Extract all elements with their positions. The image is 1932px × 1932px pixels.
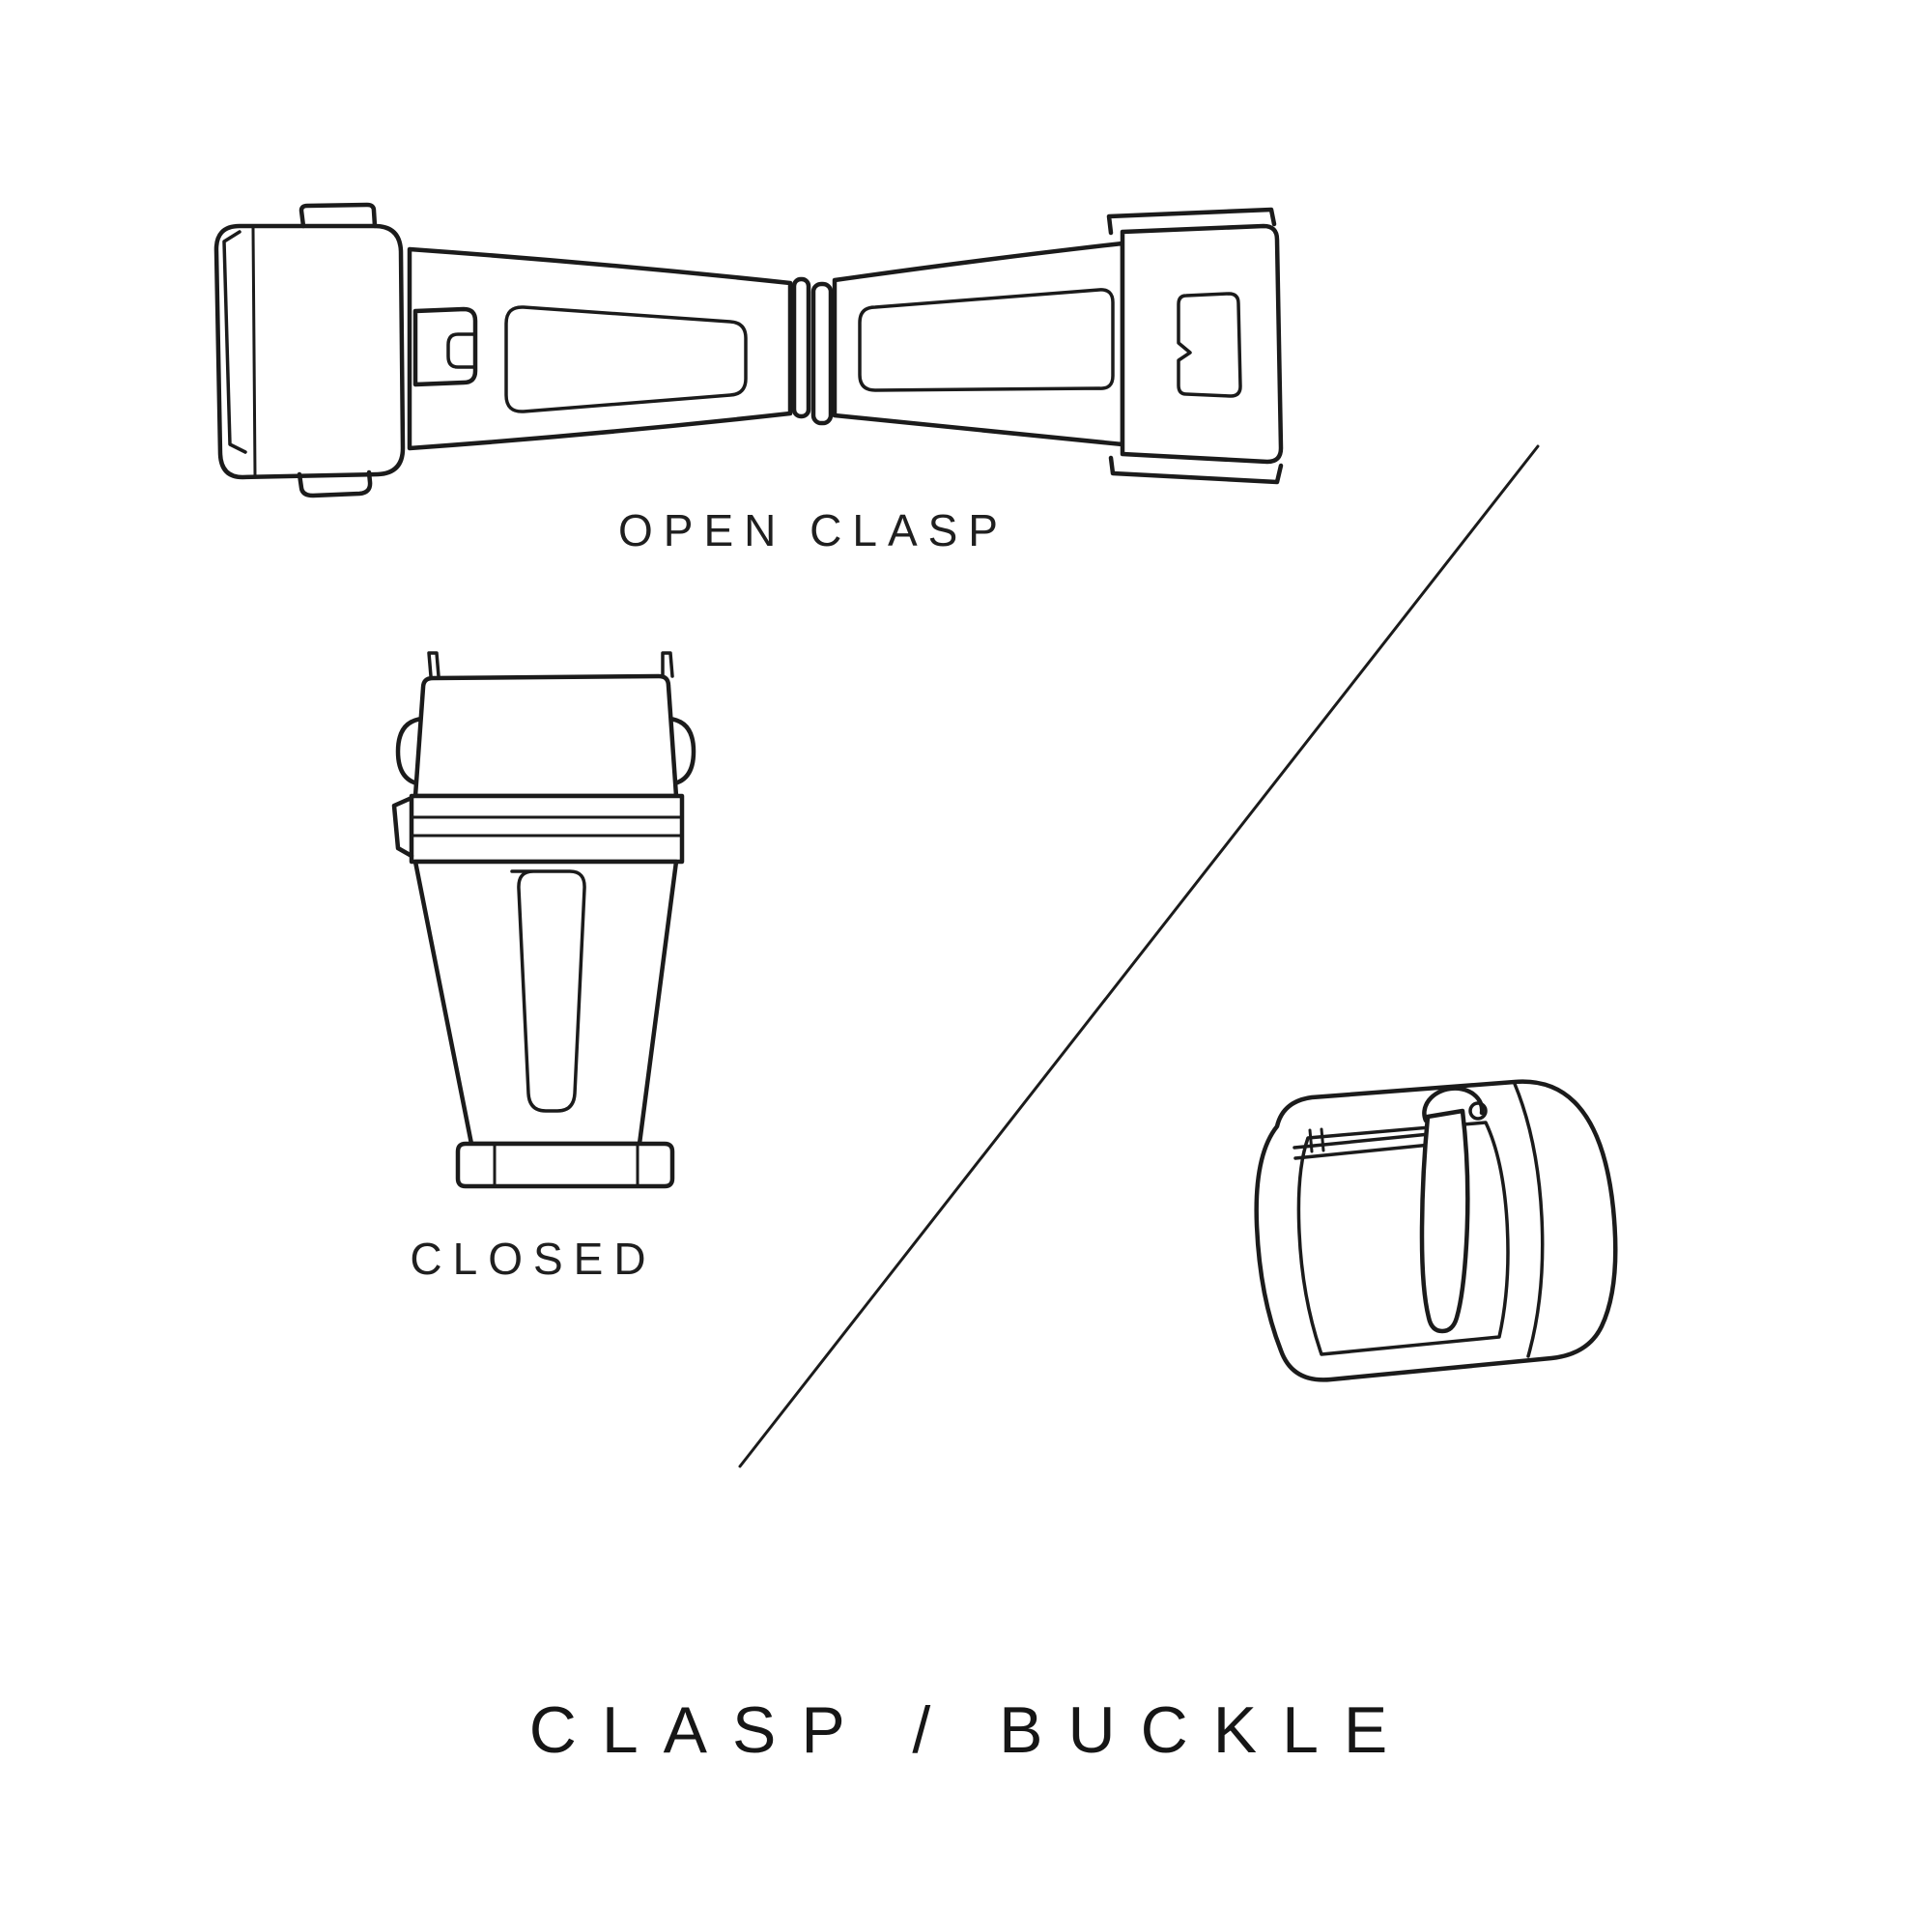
closed-clasp-right-prong: [661, 651, 674, 678]
buckle-right-bar-edge: [1513, 1082, 1545, 1358]
open-clasp-right-inner-outline: [858, 288, 1115, 392]
open-clasp-right-bottom-flange: [1108, 455, 1284, 485]
closed-clasp-left-ear: [395, 716, 426, 787]
tang-buckle-illustration: [1254, 1079, 1618, 1382]
buckle-tongue: [1419, 1108, 1470, 1334]
closed-clasp-left-prong: [427, 651, 440, 678]
closed-clasp-body: [412, 859, 679, 1147]
open-clasp-right-end: [1120, 223, 1284, 465]
open-clasp-right-arm: [832, 241, 1125, 447]
closed-clasp-right-ear: [666, 716, 696, 787]
closed-clasp-illustration: [391, 651, 696, 1189]
open-clasp-right-slot: [1177, 292, 1242, 398]
closed-clasp-band: [409, 793, 685, 865]
closed-clasp-label: CLOSED: [410, 1234, 657, 1284]
open-clasp-left-end: [213, 223, 406, 480]
closed-clasp-base: [455, 1141, 675, 1189]
diagram-title: CLASP / BUCKLE: [528, 1693, 1413, 1767]
buckle-tongue-loop: [1422, 1086, 1485, 1123]
buckle-inner-opening: [1296, 1121, 1510, 1356]
open-clasp-label: OPEN CLASP: [618, 505, 1009, 555]
closed-clasp-left-flap: [391, 795, 414, 859]
open-clasp-right-top-flange: [1106, 207, 1277, 236]
open-clasp-left-inner-outline: [504, 305, 748, 413]
open-clasp-hinge-bar-2: [810, 281, 834, 426]
open-clasp-illustration: [213, 202, 1284, 498]
buckle-pin-end: [1468, 1101, 1488, 1121]
open-clasp-top-tab: [298, 202, 378, 229]
open-clasp-latch-notch: [412, 306, 478, 387]
closed-clasp-inner-strip: [510, 869, 586, 1113]
closed-clasp-top-block: [412, 673, 679, 799]
diagonal-divider-line: [738, 444, 1540, 1468]
open-clasp-bottom-tab: [297, 469, 373, 498]
open-clasp-hinge-bar-1: [791, 276, 811, 419]
